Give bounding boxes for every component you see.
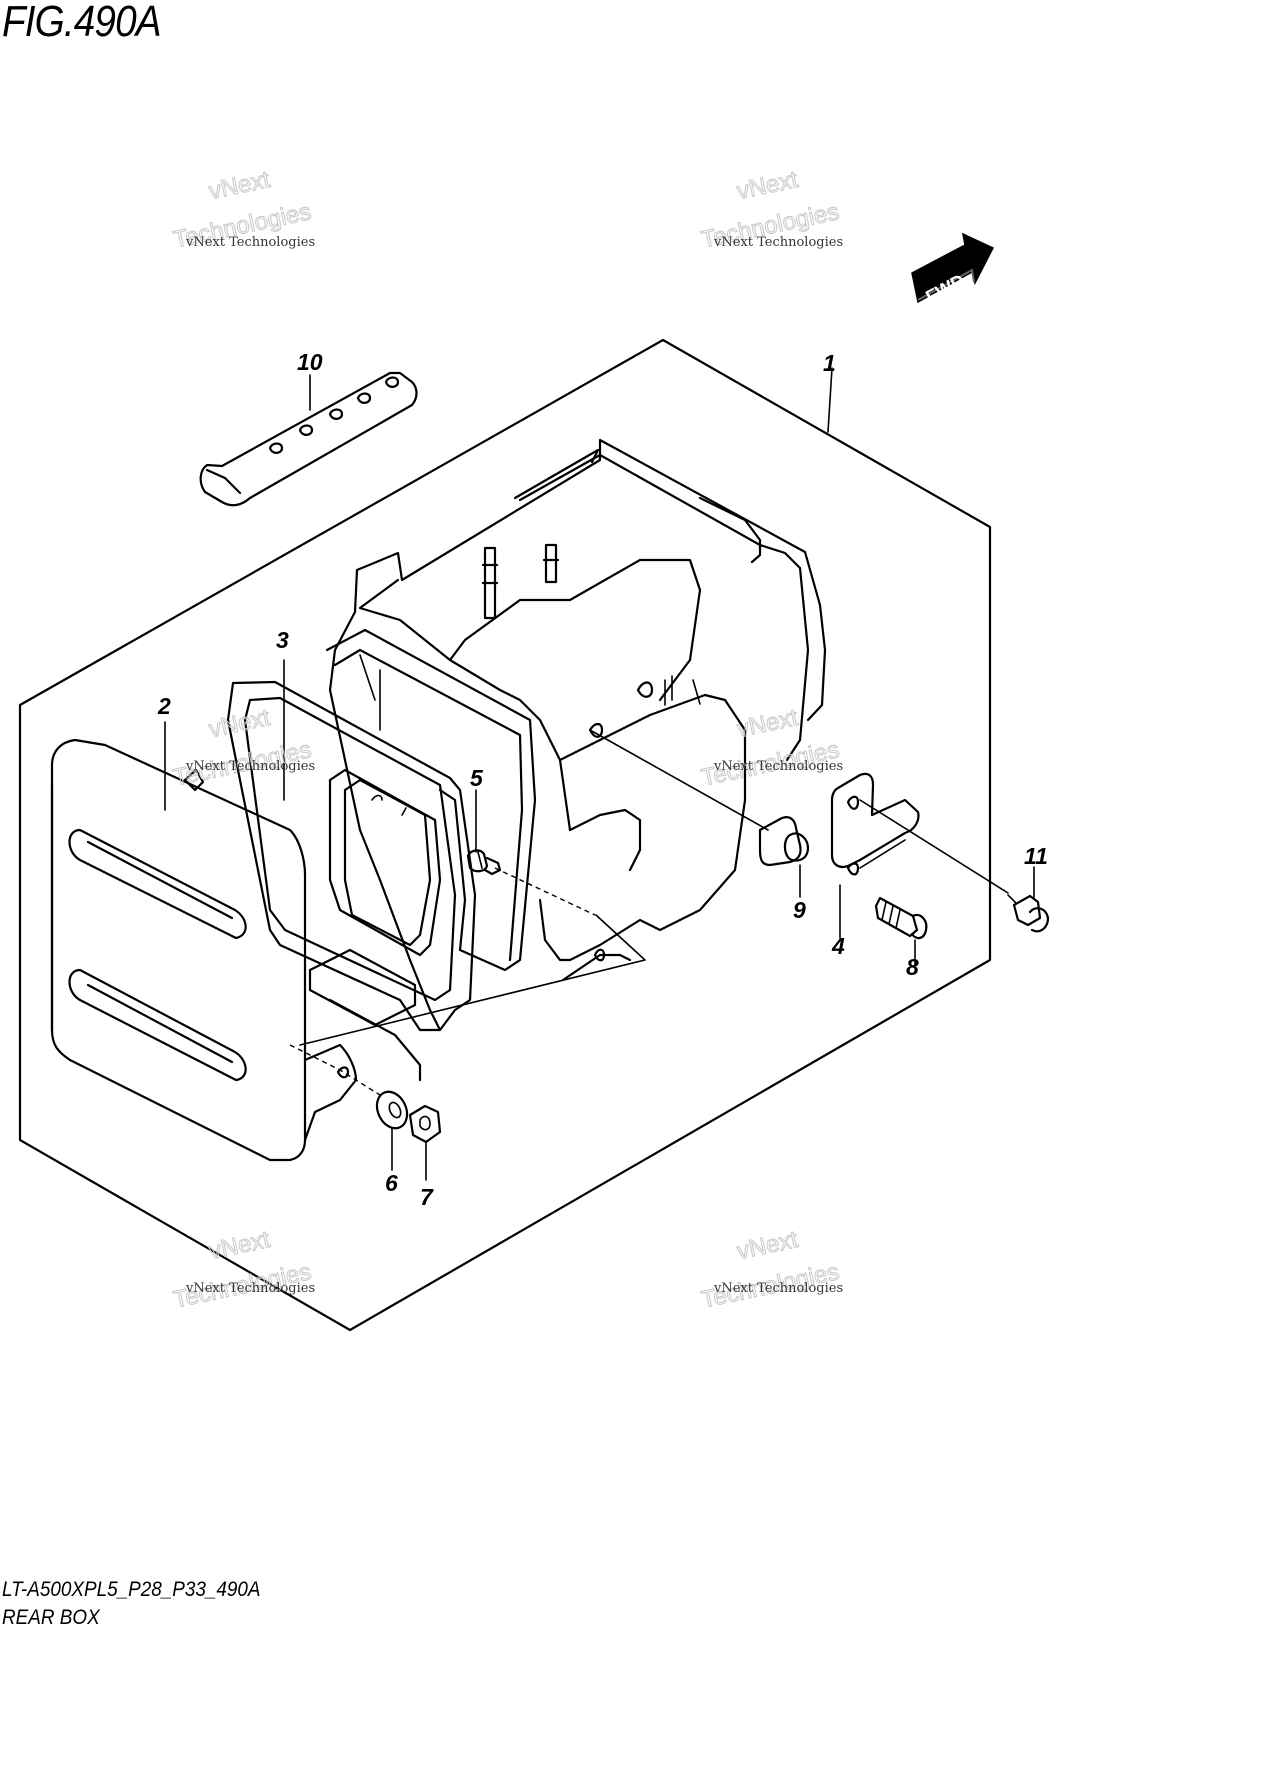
assembly-line-5 [494, 867, 596, 916]
part-10-bar [199, 371, 418, 507]
part-6-washer [375, 1090, 409, 1130]
watermark-text-4: vNext Technologies [713, 759, 843, 774]
assembly-outline [18, 338, 992, 1332]
part-4-plate [830, 772, 920, 876]
watermark-bottom-right: vNext Technologies [698, 1226, 842, 1315]
watermark-text-2: vNext Technologies [713, 235, 843, 250]
model-code-caption: LT-A500XPL5_P28_P33_490A [2, 1578, 261, 1601]
watermark-text-1: vNext Technologies [185, 235, 315, 250]
part-9-grommet [758, 816, 810, 867]
part-11-bolt [1007, 894, 1050, 933]
figure-title: FIG.490A [2, 0, 162, 46]
watermark-mid-left: vNext Technologies [170, 704, 314, 793]
leader-1 [827, 367, 833, 433]
part-8-bolt [874, 896, 928, 940]
callout-3: 3 [276, 627, 289, 653]
svg-text:vNext: vNext [207, 166, 273, 205]
assembly-line-gasket [299, 914, 646, 1046]
callout-6: 6 [385, 1170, 398, 1196]
assembly-line-4 [859, 839, 906, 869]
assembly-line-9 [589, 729, 769, 831]
part-3-gasket [226, 680, 477, 1082]
callout-8: 8 [906, 954, 919, 980]
part-5-screw [466, 849, 502, 876]
callout-1: 1 [823, 350, 836, 376]
part-1-box-body [325, 438, 827, 1032]
callout-7: 7 [420, 1184, 434, 1210]
callout-9: 9 [793, 897, 806, 923]
callout-5: 5 [470, 765, 484, 791]
callout-2: 2 [157, 693, 171, 719]
watermark-text-6: vNext Technologies [713, 1281, 843, 1296]
part-2-cover [50, 738, 358, 1162]
watermark-text-3: vNext Technologies [185, 759, 315, 774]
fwd-direction-arrow: FWD [911, 232, 995, 307]
part-7-nut [408, 1104, 442, 1144]
svg-text:vNext: vNext [207, 704, 273, 743]
section-name-caption: REAR BOX [2, 1606, 100, 1629]
watermark-mid-right: vNext Technologies [698, 704, 842, 793]
svg-text:vNext: vNext [735, 166, 801, 205]
assembly-line-4-11 [859, 799, 1009, 894]
watermark-text-5: vNext Technologies [185, 1281, 315, 1296]
callout-11: 11 [1024, 843, 1048, 869]
svg-text:vNext: vNext [735, 704, 801, 743]
callout-4: 4 [831, 933, 845, 959]
svg-text:vNext: vNext [207, 1226, 273, 1265]
callout-10: 10 [297, 349, 323, 375]
assembly-line-6-7 [289, 1044, 381, 1096]
svg-text:vNext: vNext [735, 1226, 801, 1265]
